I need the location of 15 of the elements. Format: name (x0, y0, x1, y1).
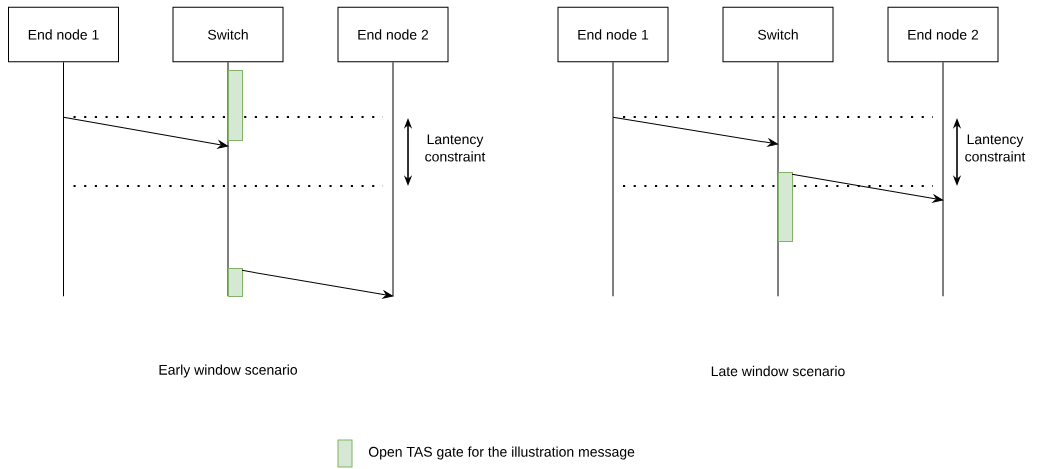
lifeline-box: End node 2 (337, 6, 449, 63)
message-arrow (791, 173, 944, 203)
lifeline-box: End node 1 (8, 6, 119, 63)
scenario-caption: Late window scenario (711, 365, 845, 377)
lifeline-box: End node 2 (887, 6, 999, 63)
scenario-caption: Early window scenario (159, 364, 297, 378)
annotation-text: Lantency constraint (965, 134, 1026, 162)
annotation-text: Lantency constraint (425, 134, 486, 162)
lifeline-box: Switch (172, 6, 284, 63)
message-arrow (612, 116, 779, 147)
message-arrow (241, 269, 394, 299)
message-arrow (63, 116, 229, 149)
lifeline-box: Switch (722, 6, 834, 63)
legend-text: Open TAS gate for the illustration message (368, 446, 635, 460)
lifeline-box: End node 1 (557, 6, 669, 63)
